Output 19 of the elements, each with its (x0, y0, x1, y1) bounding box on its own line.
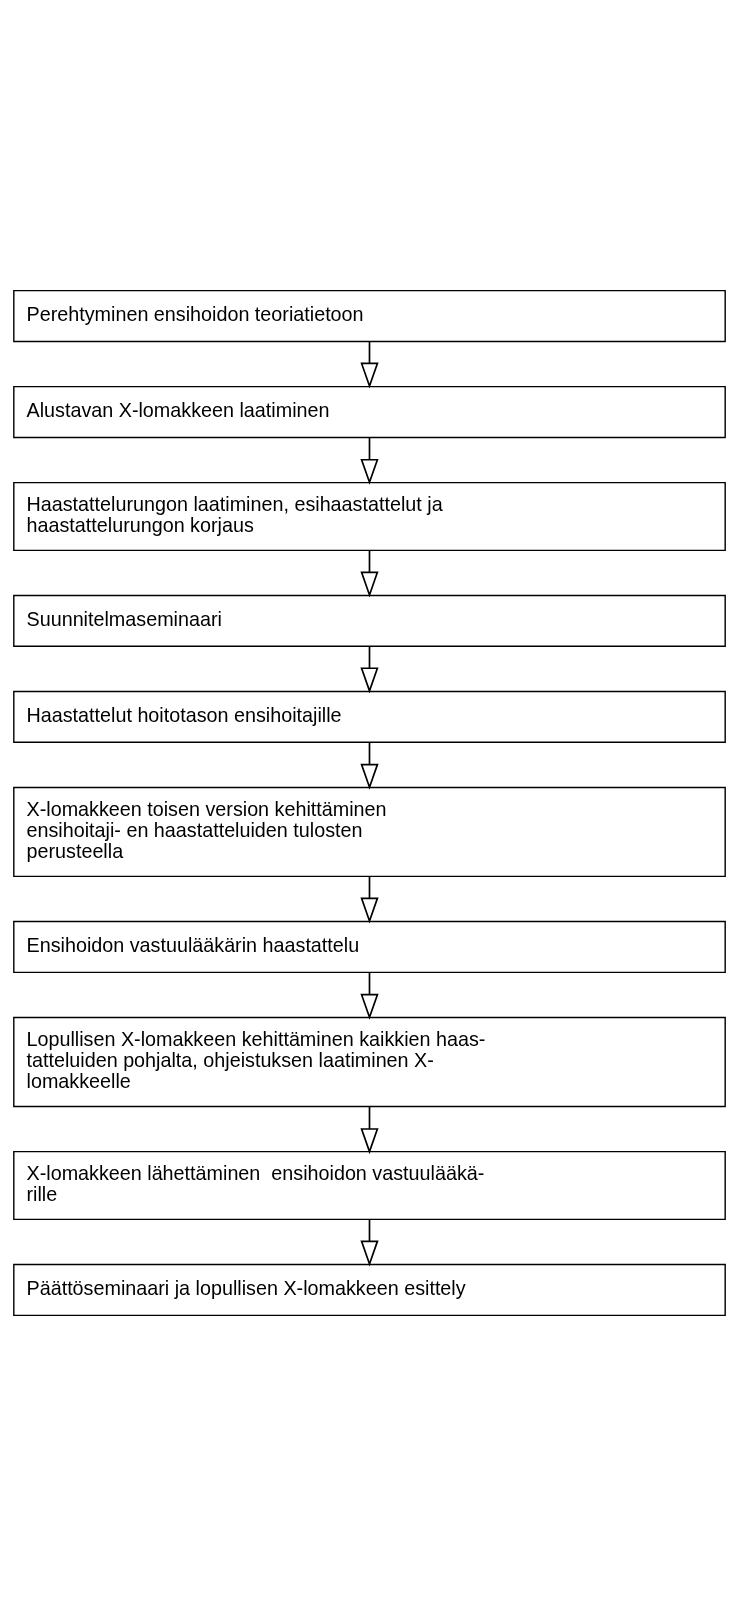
arrow (360, 1218, 379, 1267)
node-box: Haastattelurungon laatiminen, esihaastattelut ja haastattelurungon korjaus (13, 481, 726, 552)
node-box: X-lomakkeen lähettäminen ensihoidon vastuulääkä- rille (13, 1150, 726, 1221)
arrow (360, 971, 379, 1020)
arrow (360, 741, 379, 790)
node-box: Lopullisen X-lomakkeen kehittäminen kaikkien haas- tatteluiden pohjalta, ohjeistuksen laatiminen X- lomakkeelle (13, 1016, 726, 1108)
node-box: Perehtyminen ensihoidon teoriatietoon (13, 289, 726, 343)
node-box: Suunnitelmaseminaari (13, 594, 726, 648)
node-box: X-lomakkeen toisen version kehittäminen ensihoitaji- en haastatteluiden tulosten perusteella (13, 786, 726, 878)
arrow (360, 645, 379, 694)
arrow (360, 341, 379, 389)
node-box: Alustavan X-lomakkeen laatiminen (13, 385, 726, 439)
node-box: Ensihoidon vastuulääkärin haastattelu (13, 920, 726, 974)
arrow (360, 1106, 379, 1155)
node-box: Päättöseminaari ja lopullisen X-lomakkeen esittely (13, 1263, 726, 1317)
arrow (360, 875, 379, 924)
arrow (360, 549, 379, 598)
node-box: Haastattelut hoitotason ensihoitajille (13, 690, 726, 743)
arrow (360, 436, 379, 485)
